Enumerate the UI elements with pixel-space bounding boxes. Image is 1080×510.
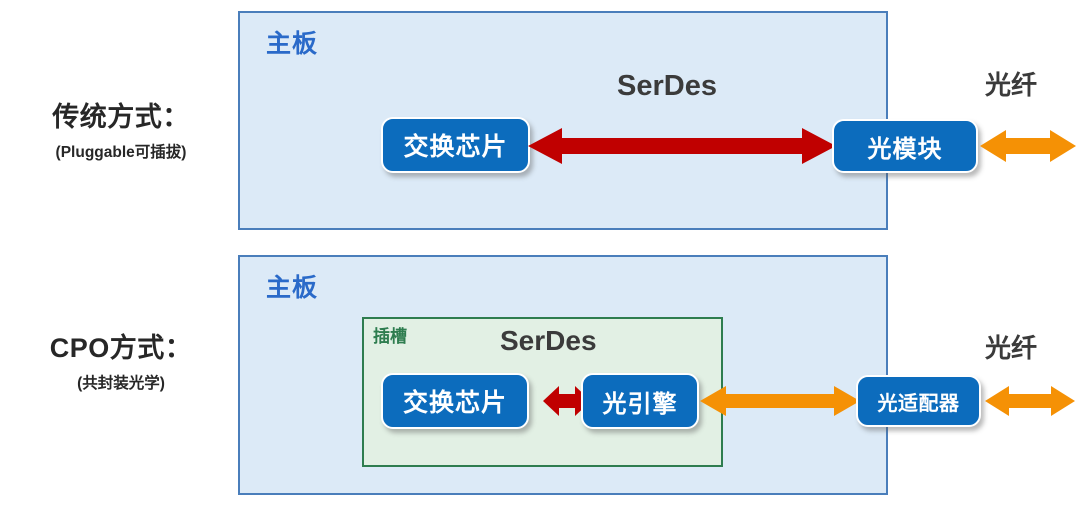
row-label-cpo: CPO方式： (共封装光学) xyxy=(10,333,232,393)
row-subtitle-traditional: (Pluggable可插拔) xyxy=(55,144,187,162)
slot-label-cpo: 插槽 xyxy=(373,327,407,346)
chip-optical-module-traditional: 光模块 xyxy=(832,119,978,173)
chip-optical-engine-cpo: 光引擎 xyxy=(581,373,699,429)
serdes-link-arrow-cpo xyxy=(543,383,591,419)
fiber-link-arrow-traditional xyxy=(980,128,1076,164)
serdes-link-arrow-traditional xyxy=(528,126,836,166)
serdes-label-cpo: SerDes xyxy=(500,325,597,356)
fiber-link-arrow-cpo xyxy=(985,384,1075,418)
motherboard-panel-traditional xyxy=(238,11,888,230)
chip-switch-chip-cpo: 交换芯片 xyxy=(381,373,529,429)
motherboard-label-cpo: 主板 xyxy=(266,274,319,302)
optical-link-arrow-cpo xyxy=(700,384,860,418)
fiber-label-traditional: 光纤 xyxy=(985,70,1038,100)
row-title-cpo: CPO方式： xyxy=(49,333,193,363)
fiber-label-cpo: 光纤 xyxy=(985,333,1038,363)
motherboard-label-traditional: 主板 xyxy=(266,30,319,58)
row-title-traditional: 传统方式： xyxy=(52,102,190,132)
serdes-label-traditional: SerDes xyxy=(617,70,717,102)
chip-optical-adapter-cpo: 光适配器 xyxy=(856,375,981,427)
row-subtitle-cpo: (共封装光学) xyxy=(77,375,165,393)
row-label-traditional: 传统方式： (Pluggable可插拔) xyxy=(10,102,232,162)
chip-switch-chip-traditional: 交换芯片 xyxy=(381,117,530,173)
